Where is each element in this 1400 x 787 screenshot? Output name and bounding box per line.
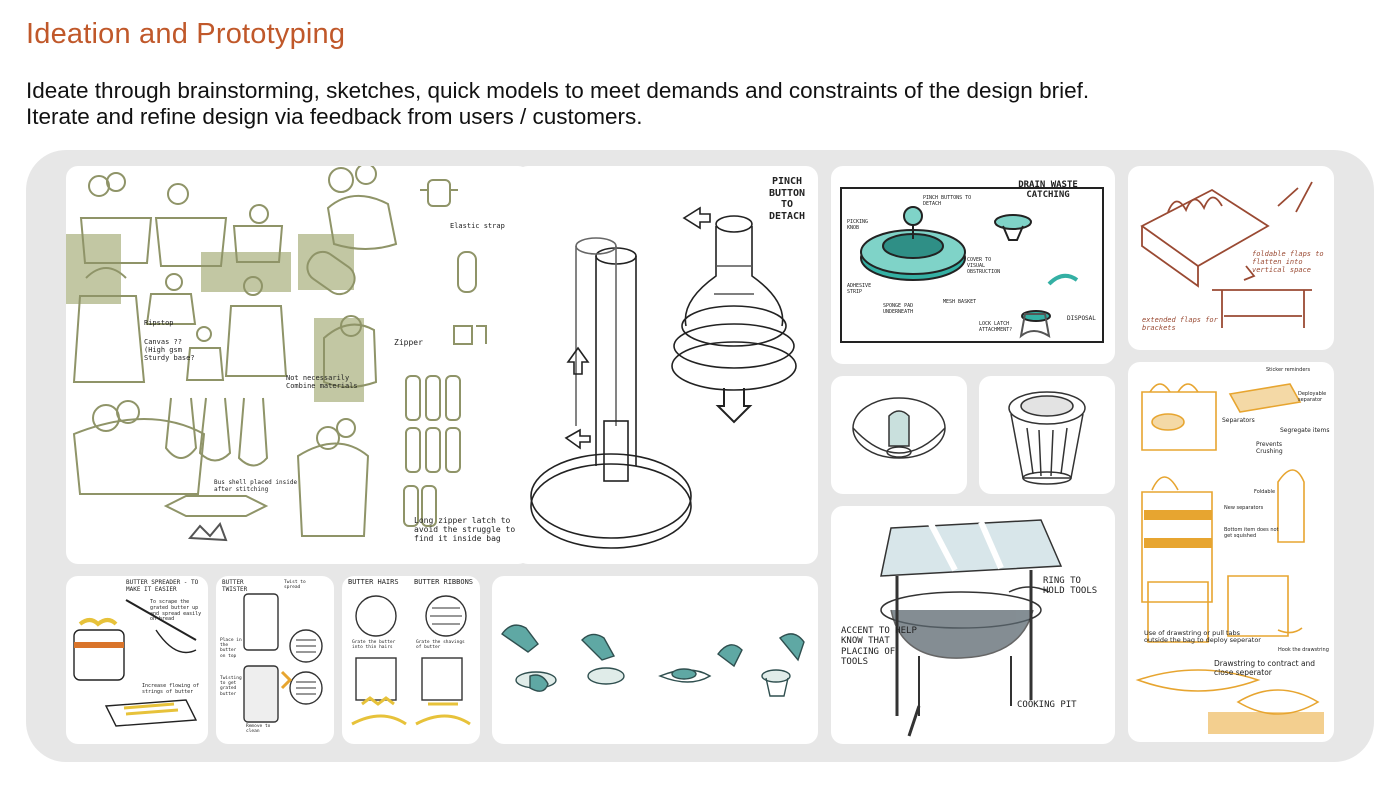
cooking-note-ring: RING TO HOLD TOOLS	[1043, 576, 1098, 597]
separator-note-foldable: Foldable	[1254, 489, 1276, 495]
drain-note-cover: COVER TO VISUAL OBSTRUCTION	[967, 257, 1001, 275]
spreader-note-flowing: Increase flowing of strings of butter	[142, 683, 200, 695]
strainer-illustration	[852, 397, 946, 459]
twister-note-spread: Twist to spread	[284, 580, 306, 591]
bag-note-canvas: Canvas ?? (High gsm Sturdy base?	[144, 338, 195, 363]
usage-steps-illustration	[501, 624, 805, 697]
bag-note-elastic: Elastic strap	[450, 222, 505, 230]
detach-illustration	[530, 206, 797, 549]
bag-sketches-illustration	[66, 166, 487, 542]
bag-sketches-card: Elastic strap Ripstop Canvas ?? (High gs…	[66, 166, 530, 564]
separator-illustration	[1135, 383, 1324, 734]
separator-card: Sticker reminders Deployable separator S…	[1128, 362, 1334, 742]
twister-note-twisting: Twisting to get grated butter	[220, 676, 242, 697]
drain-note-mesh: MESH BASKET	[943, 299, 977, 305]
twister-note-remove: Remove to clean	[246, 724, 271, 735]
basket-sketch-card	[979, 376, 1115, 494]
separator-note-crushing: Prevents Crushing	[1256, 441, 1283, 455]
strainer-sketch-card	[831, 376, 967, 494]
separator-note-new: New separators	[1224, 505, 1264, 511]
cooking-note-accent: ACCENT TO HELP KNOW THAT PLACING OF TOOL…	[841, 626, 917, 668]
butter-twister-card: BUTTER TWISTER Twist to spread Place in …	[216, 576, 334, 744]
cooking-pit-illustration	[880, 519, 1063, 737]
cooking-pit-card: RING TO HOLD TOOLS ACCENT TO HELP KNOW T…	[831, 506, 1115, 744]
detach-sketch-card: PINCH BUTTON TO DETACH	[516, 166, 818, 564]
hairs-note: Grate the butter into thin hairs	[352, 640, 396, 651]
separator-note-deployable: Deployable separator	[1298, 391, 1327, 403]
bag-note-ripstop: Ripstop	[144, 319, 174, 327]
drain-note-pinch: PINCH BUTTONS TO DETACH	[923, 195, 972, 207]
drain-note-disposal: DISPOSAL	[1067, 315, 1096, 322]
drain-waste-card: DRAIN WASTE CATCHING PINCH BUTTONS TO DE…	[831, 166, 1115, 364]
bag-note-zipper-latch: Long zipper latch to avoid the struggle …	[414, 516, 516, 544]
page-title: Ideation and Prototyping	[26, 18, 346, 50]
butter-hairs-card: BUTTER HAIRS BUTTER RIBBONS Grate the bu…	[342, 576, 480, 744]
spreader-note-scrape: To scrape the grated butter up and sprea…	[150, 599, 202, 623]
drain-note-sponge: SPONGE PAD UNDERNEATH	[883, 303, 914, 315]
flaps-note-extended: extended flaps for brackets	[1142, 316, 1218, 333]
drain-note-adhesive: ADHESIVE STRIP	[847, 283, 872, 295]
drain-waste-illustration	[840, 187, 1104, 343]
drain-note-latch: LOCK LATCH ATTACHMENT?	[979, 321, 1013, 333]
bag-note-materials: Not necessarily Combine materials	[286, 374, 358, 391]
separator-note-contract: Drawstring to contract and close seperat…	[1214, 659, 1316, 677]
separator-note-sticker: Sticker reminders	[1266, 367, 1311, 373]
separator-note-segregate: Segregate items	[1280, 427, 1330, 434]
foldable-flaps-card: foldable flaps to flatten into vertical …	[1128, 166, 1334, 350]
cooking-note-pit: COOKING PIT	[1017, 700, 1077, 710]
sketch-board: Elastic strap Ripstop Canvas ?? (High gs…	[26, 150, 1374, 762]
twister-heading: BUTTER TWISTER	[222, 579, 248, 593]
ribbons-note: Grate the shavings of butter	[416, 640, 465, 651]
spreader-heading: BUTTER SPREADER - TO MAKE IT EASIER	[126, 579, 199, 593]
butter-hairs-illustration	[351, 595, 471, 726]
bag-note-shell: Bus shell placed inside after stitching	[214, 479, 298, 493]
separator-note-hook: Hook the drawstring	[1278, 647, 1329, 653]
separator-note-separators: Separators	[1222, 417, 1255, 424]
ribbons-heading: BUTTER RIBBONS	[414, 578, 474, 586]
twister-note-place: Place in the butter on top	[220, 638, 242, 659]
butter-spreader-card: BUTTER SPREADER - TO MAKE IT EASIER To s…	[66, 576, 208, 744]
butter-twister-illustration	[243, 593, 323, 723]
usage-steps-card	[492, 576, 818, 744]
butter-spreader-illustration	[73, 599, 198, 727]
bag-note-zipper: Zipper	[394, 338, 423, 347]
flaps-note-foldable: foldable flaps to flatten into vertical …	[1252, 250, 1324, 275]
detach-note: PINCH BUTTON TO DETACH	[768, 176, 806, 222]
separator-note-bottom: Bottom item does not get squished	[1224, 527, 1279, 539]
foldable-flaps-illustration	[1140, 181, 1313, 328]
page-subtitle: Ideate through brainstorming, sketches, …	[26, 78, 1090, 129]
basket-illustration	[1008, 391, 1086, 485]
drain-note-knob: PICKING KNOB	[847, 219, 869, 231]
separator-note-drawstring: Use of drawstring or pull tabs outside t…	[1144, 629, 1261, 645]
hairs-heading: BUTTER HAIRS	[348, 578, 399, 586]
drain-heading: DRAIN WASTE CATCHING	[1018, 180, 1078, 201]
